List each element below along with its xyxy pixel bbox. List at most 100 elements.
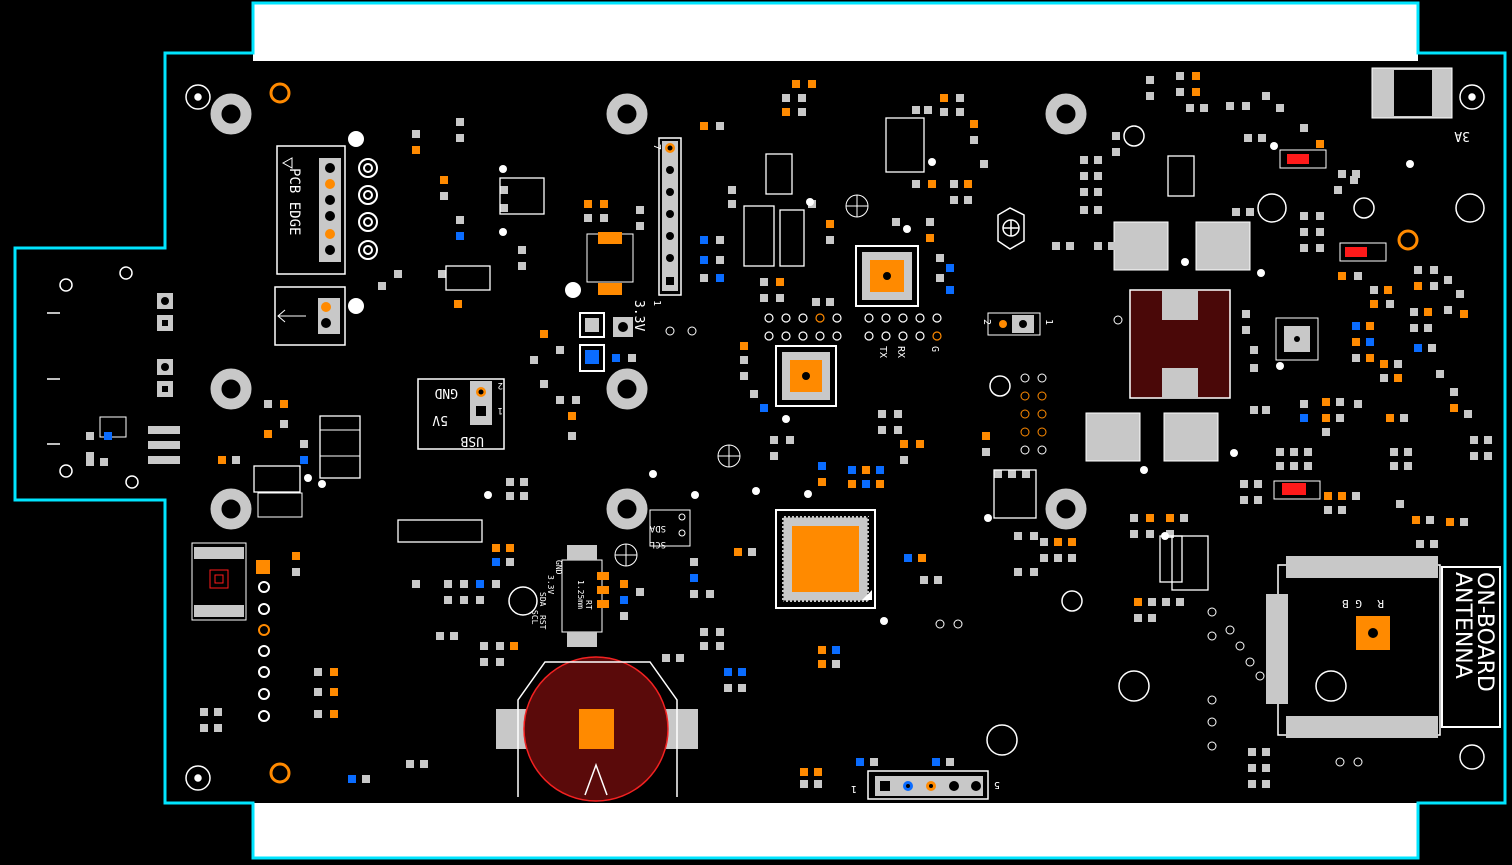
- smd-pad: [1094, 156, 1102, 164]
- via-dot: [984, 514, 992, 522]
- smd-pad: [200, 708, 208, 716]
- smd-pad: [492, 544, 500, 552]
- smd-pad: [662, 654, 670, 662]
- smd-pad: [1014, 568, 1022, 576]
- board-outline: [13, 1, 1507, 860]
- via-ring: [953, 619, 963, 629]
- smd-pad: [1040, 538, 1048, 546]
- smd-pad: [200, 724, 208, 732]
- smd-pad: [1300, 212, 1308, 220]
- smd-pad: [520, 478, 528, 486]
- via-dot: [903, 225, 911, 233]
- via-ring: [1037, 391, 1047, 401]
- smd-pad: [782, 108, 790, 116]
- smd-pad: [1380, 360, 1388, 368]
- via-ring: [1207, 695, 1217, 705]
- smd-pad: [1146, 514, 1154, 522]
- smd-pad: [878, 426, 886, 434]
- smd-pad: [412, 130, 420, 138]
- smd-pad: [946, 758, 954, 766]
- smd-pad: [1276, 462, 1284, 470]
- smd-pad: [1248, 780, 1256, 788]
- smd-pad: [856, 758, 864, 766]
- smd-pad: [440, 176, 448, 184]
- ic-outline: [319, 415, 361, 479]
- smd-pad: [1040, 554, 1048, 562]
- smd-pad: [480, 642, 488, 650]
- smd-pad: [1334, 186, 1342, 194]
- smd-pad: [1400, 414, 1408, 422]
- smd-pad: [1248, 748, 1256, 756]
- smd-pad: [700, 642, 708, 650]
- smd-pad: [1416, 540, 1424, 548]
- smd-pad: [460, 580, 468, 588]
- smd-pad: [1240, 496, 1248, 504]
- pcb-edge-box: PCB EDGE: [274, 131, 378, 346]
- via-ring: [935, 619, 945, 629]
- smd-pad: [1176, 598, 1184, 606]
- smd-pad: [800, 768, 808, 776]
- smd-pad: [912, 106, 920, 114]
- bottom-connector: 1 5: [851, 770, 1000, 800]
- smd-pad: [832, 646, 840, 654]
- smd-pad: [892, 218, 900, 226]
- via-dot: [1270, 142, 1278, 150]
- smd-pad: [500, 186, 508, 194]
- smd-pad: [940, 108, 948, 116]
- smd-pad: [676, 654, 684, 662]
- smd-pad: [1094, 188, 1102, 196]
- via-ring: [1207, 717, 1217, 727]
- smd-pad: [1424, 308, 1432, 316]
- smd-pad: [798, 94, 806, 102]
- smd-pad: [812, 298, 820, 306]
- smd-pad: [362, 775, 370, 783]
- via-ring: [1353, 757, 1363, 767]
- smd-pad: [518, 262, 526, 270]
- smd-pad: [492, 580, 500, 588]
- smd-pad: [86, 458, 94, 466]
- smd-pad: [818, 478, 826, 486]
- smd-pad: [1338, 272, 1346, 280]
- ic-outline: [1167, 155, 1195, 197]
- smd-pad: [1166, 530, 1174, 538]
- g-label: G: [929, 346, 940, 352]
- smd-pad: [826, 220, 834, 228]
- main-mcu: [775, 509, 876, 609]
- smd-pad: [1176, 72, 1184, 80]
- smd-pad: [1366, 338, 1374, 346]
- smd-pad: [760, 294, 768, 302]
- fuse-label: 3A: [1454, 128, 1470, 143]
- ic-outline: [445, 265, 491, 291]
- smd-pad: [782, 94, 790, 102]
- smd-pad: [1192, 88, 1200, 96]
- smd-pad: [1192, 72, 1200, 80]
- smd-pad: [530, 356, 538, 364]
- smd-pad: [690, 558, 698, 566]
- smd-pad: [924, 106, 932, 114]
- smd-pad: [1130, 530, 1138, 538]
- ic-outline: [743, 205, 775, 267]
- smd-pad: [1444, 276, 1452, 284]
- smd-pad: [932, 758, 940, 766]
- smd-pad: [280, 400, 288, 408]
- coin-cell-battery: [496, 656, 698, 802]
- via-ring: [1037, 427, 1047, 437]
- smd-pad: [946, 286, 954, 294]
- smd-pad: [1240, 480, 1248, 488]
- smd-pad: [734, 548, 742, 556]
- ic-outline: [499, 177, 545, 215]
- smd-pad: [876, 466, 884, 474]
- via-dot: [691, 491, 699, 499]
- smd-pad: [1242, 310, 1250, 318]
- smd-pad: [1146, 92, 1154, 100]
- smd-pad: [700, 236, 708, 244]
- via-ring: [1225, 625, 1235, 635]
- smd-pad: [912, 180, 920, 188]
- smd-pad: [918, 554, 926, 562]
- smd-pad: [1316, 228, 1324, 236]
- smd-pad: [848, 466, 856, 474]
- smd-pad: [330, 688, 338, 696]
- smd-pad: [982, 448, 990, 456]
- smd-pad: [740, 372, 748, 380]
